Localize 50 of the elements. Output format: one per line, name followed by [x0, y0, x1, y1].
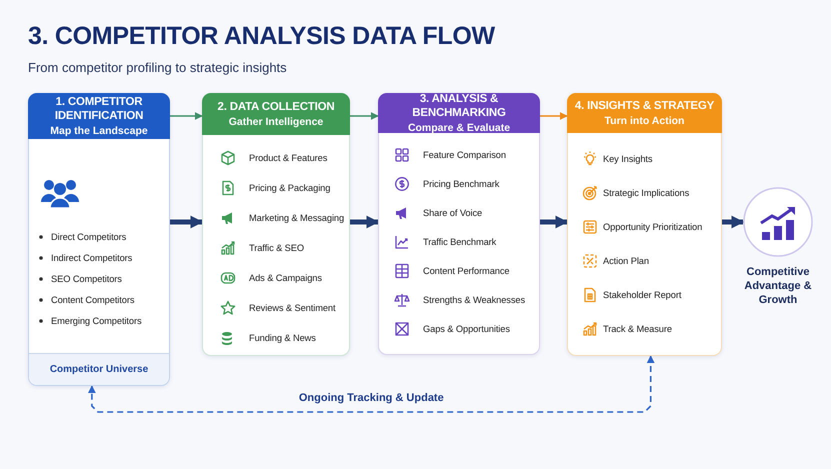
list-item: SEO Competitors	[51, 274, 122, 284]
flow-arrow	[540, 112, 568, 120]
list-item: Content Performance	[423, 266, 510, 276]
list-item: Reviews & Sentiment	[249, 303, 336, 313]
list-item: Gaps & Opportunities	[423, 324, 510, 334]
list-item: Funding & News	[249, 333, 316, 343]
flow-arrow	[170, 216, 204, 228]
footer-label: Competitor Universe	[50, 364, 148, 375]
stage-heading: 1. COMPETITOR IDENTIFICATION	[54, 94, 144, 122]
stage-subtitle: Turn into Action	[604, 114, 684, 128]
stage-card	[567, 93, 722, 356]
list-item: Indirect Competitors	[51, 253, 132, 263]
list-item: Feature Comparison	[423, 150, 506, 160]
footer-band	[29, 353, 169, 385]
diagram-title: 3. COMPETITOR ANALYSIS DATA FLOW	[28, 22, 495, 51]
list-item: Direct Competitors	[51, 232, 126, 242]
list-item: Stakeholder Report	[603, 290, 682, 300]
flow-arrow	[722, 216, 744, 228]
flow-arrow	[350, 112, 379, 120]
list-item: Emerging Competitors	[51, 316, 142, 326]
list-item: Action Plan	[603, 256, 649, 266]
list-item: Pricing & Packaging	[249, 183, 330, 193]
list-item: Share of Voice	[423, 208, 482, 218]
outcome-label: Competitive Advantage & Growth	[743, 265, 813, 307]
subtitle: From competitor profiling to strategic insights	[28, 60, 287, 75]
stage-heading: 4. INSIGHTS & STRATEGY	[574, 98, 714, 112]
list-item: Key Insights	[603, 154, 652, 164]
list-item: Pricing Benchmark	[423, 179, 500, 189]
stage-subtitle: Compare & Evaluate	[408, 120, 510, 134]
stage-subtitle: Gather Intelligence	[228, 114, 324, 128]
list-item: Product & Features	[249, 153, 328, 163]
flow-arrow	[350, 216, 380, 228]
stage-subtitle: Map the Landscape	[50, 124, 148, 138]
stage-heading: 2. DATA COLLECTION	[218, 100, 334, 114]
list-item: Strategic Implications	[603, 188, 690, 198]
stage-card	[378, 93, 540, 355]
flow-arrow	[170, 112, 203, 120]
feedback-arrow	[88, 355, 655, 413]
flow-arrow	[540, 216, 568, 228]
list-item: Traffic Benchmark	[423, 237, 496, 247]
list-item: Content Competitors	[51, 295, 134, 305]
stage-card	[28, 93, 170, 386]
list-item: Ads & Campaigns	[249, 273, 322, 283]
list-item: Marketing & Messaging	[249, 213, 344, 223]
list-item: Track & Measure	[603, 324, 672, 334]
list-item: Opportunity Prioritization	[603, 222, 702, 232]
stage-heading: 3. ANALYSIS & BENCHMARKING	[411, 92, 507, 120]
list-item: Strengths & Weaknesses	[423, 295, 526, 305]
stage-card	[202, 93, 350, 356]
list-item: Traffic & SEO	[249, 243, 304, 253]
